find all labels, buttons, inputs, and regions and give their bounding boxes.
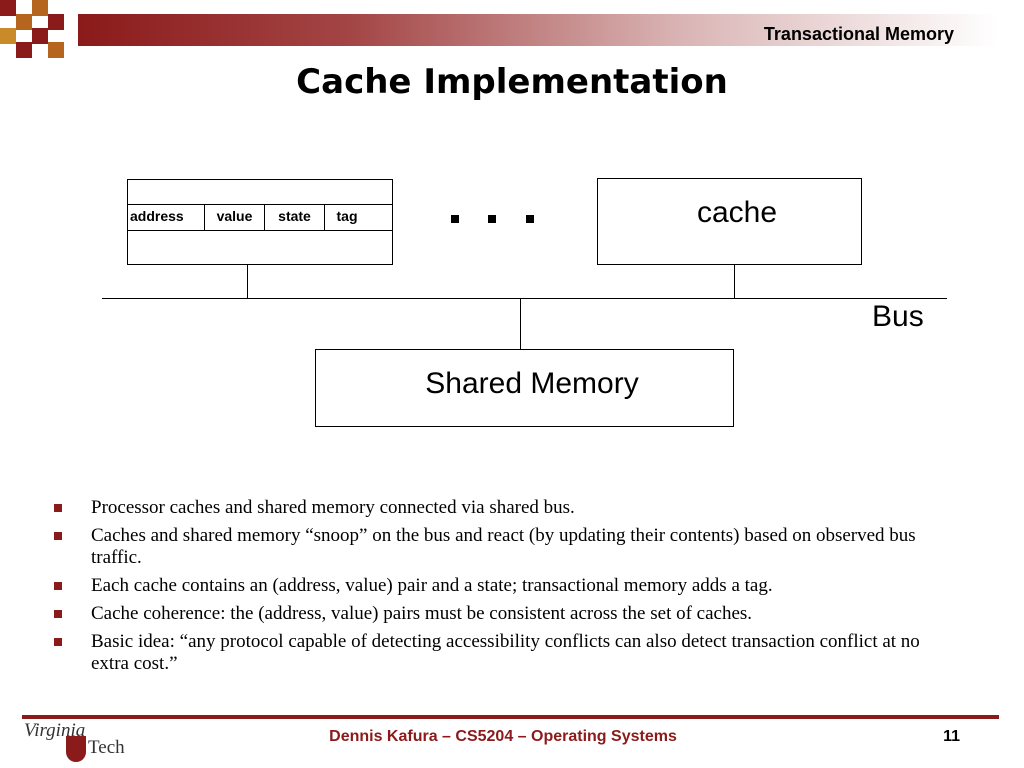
shared-memory-box	[315, 349, 734, 427]
ellipsis-dot	[488, 215, 496, 223]
decor-square	[32, 28, 48, 44]
bullet-item: Each cache contains an (address, value) …	[52, 575, 952, 597]
shield-icon	[66, 736, 86, 762]
decor-square	[48, 42, 64, 58]
cache-label: cache	[696, 196, 778, 229]
logo-text: Tech	[88, 737, 125, 758]
slide-title: Cache Implementation	[296, 62, 728, 102]
logo-text: Virginia	[24, 720, 86, 741]
bullet-square-icon	[54, 638, 62, 646]
ellipsis-dot	[451, 215, 459, 223]
decor-square	[0, 0, 16, 16]
bullet-text: Cache coherence: the (address, value) pa…	[91, 603, 753, 624]
cache-row-divider	[127, 204, 393, 205]
footer-rule	[22, 715, 999, 719]
field-address: address	[130, 208, 184, 224]
cache-box	[597, 178, 862, 265]
ellipsis-dot	[526, 215, 534, 223]
cache-bus-connector	[734, 265, 735, 298]
bullet-list: Processor caches and shared memory conne…	[52, 497, 952, 681]
bullet-text: Each cache contains an (address, value) …	[91, 575, 773, 596]
cache-box-detailed	[127, 179, 393, 265]
bullet-square-icon	[54, 610, 62, 618]
bus-label: Bus	[872, 300, 924, 333]
bullet-square-icon	[54, 582, 62, 590]
decor-square	[48, 14, 64, 30]
decor-square	[16, 42, 32, 58]
cache-field-divider	[324, 204, 325, 230]
footer-text: Dennis Kafura – CS5204 – Operating Syste…	[329, 728, 677, 745]
memory-bus-connector	[520, 298, 521, 349]
bullet-item: Cache coherence: the (address, value) pa…	[52, 603, 952, 625]
bullet-item: Processor caches and shared memory conne…	[52, 497, 952, 519]
decor-square	[32, 0, 48, 16]
cache-field-divider	[204, 204, 205, 230]
field-state: state	[278, 208, 311, 224]
header-title: Transactional Memory	[763, 24, 954, 44]
bullet-item: Caches and shared memory “snoop” on the …	[52, 525, 952, 569]
field-value: value	[216, 208, 253, 224]
shared-memory-label: Shared Memory	[425, 367, 639, 400]
page-number: 11	[943, 728, 960, 745]
virginia-tech-logo: Virginia Tech	[24, 720, 134, 764]
field-tag: tag	[336, 208, 358, 224]
bullet-square-icon	[54, 504, 62, 512]
bus-line	[102, 298, 947, 299]
decor-square	[16, 14, 32, 30]
bullet-text: Basic idea: “any protocol capable of det…	[91, 631, 920, 674]
decor-square	[0, 28, 16, 44]
bullet-square-icon	[54, 532, 62, 540]
cache-field-divider	[264, 204, 265, 230]
bullet-text: Caches and shared memory “snoop” on the …	[91, 525, 916, 568]
bullet-text: Processor caches and shared memory conne…	[91, 497, 575, 518]
cache-bus-connector	[247, 265, 248, 298]
bullet-item: Basic idea: “any protocol capable of det…	[52, 631, 952, 675]
header-band	[78, 14, 998, 46]
cache-row-divider	[127, 230, 393, 231]
